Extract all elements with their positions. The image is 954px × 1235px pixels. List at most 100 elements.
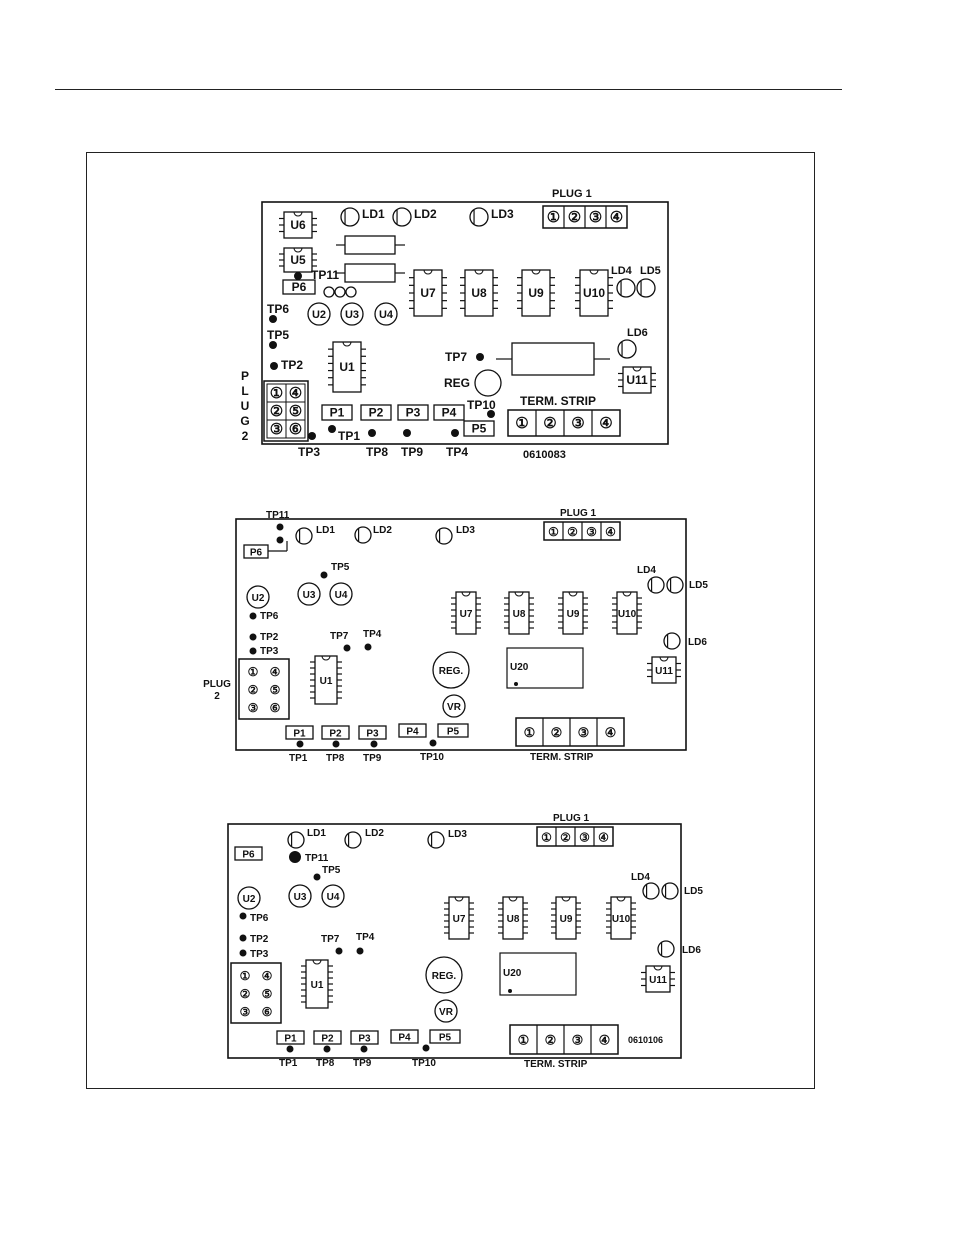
test-point-dot — [451, 429, 459, 437]
led-icon — [617, 339, 637, 359]
led-label: LD2 — [373, 525, 392, 536]
chip-notch — [293, 211, 303, 217]
chip-label: U7 — [453, 914, 466, 925]
ic-chip — [455, 591, 477, 635]
jumper-icon — [323, 286, 335, 298]
connector-pin: ③ — [578, 725, 590, 740]
port-box — [433, 404, 465, 421]
port-label: P3 — [366, 729, 379, 740]
chip-label: U9 — [528, 286, 544, 300]
led-icon — [344, 831, 362, 849]
port-box — [429, 1029, 461, 1044]
connector-pin: ① — [515, 415, 528, 432]
test-point-label: TP6 — [260, 611, 279, 622]
led-label: LD4 — [637, 565, 656, 576]
chip-label: U1 — [311, 980, 324, 991]
test-point-dot — [370, 740, 378, 748]
chip-label: U11 — [655, 666, 673, 677]
test-point-label: TP7 — [321, 934, 340, 945]
connector-pin: ② — [567, 525, 578, 539]
round-component-label: U2 — [312, 309, 326, 321]
port-label: P4 — [398, 1033, 411, 1044]
chip-label: U10 — [583, 286, 605, 300]
plug2-label-letter: 2 — [242, 429, 249, 443]
port-box — [321, 725, 350, 740]
port-box — [390, 1029, 419, 1044]
test-point-label: TP10 — [420, 752, 444, 763]
round-component — [246, 585, 270, 609]
test-point-label: TP6 — [250, 913, 269, 924]
led-icon — [427, 831, 445, 849]
chip-label: U20 — [503, 968, 522, 979]
test-point-label: TP7 — [445, 350, 467, 364]
test-point-dot — [249, 612, 257, 620]
test-point-dot — [270, 362, 278, 370]
test-point-label: TP2 — [281, 358, 303, 372]
plug2-connector — [230, 962, 282, 1024]
led-icon — [295, 527, 313, 545]
test-point-dot — [269, 315, 277, 323]
header-rule — [55, 89, 842, 90]
test-point-dot — [335, 947, 343, 955]
plug2-pin: ③ — [240, 1005, 251, 1019]
port-label: P4 — [442, 406, 457, 420]
test-point-label: TP4 — [363, 629, 382, 640]
chip-label: U20 — [510, 662, 529, 673]
term-strip-label: TERM. STRIP — [524, 1059, 588, 1070]
test-point-label: TP2 — [260, 632, 279, 643]
port-label: P5 — [447, 727, 460, 738]
board-outline — [261, 201, 669, 445]
port-box — [358, 725, 387, 740]
led-icon — [616, 278, 636, 298]
connector-pin: ④ — [605, 525, 616, 539]
connector-pin: ② — [543, 415, 556, 432]
round-component-label: VR — [439, 1007, 454, 1018]
chip-label: U8 — [513, 609, 526, 620]
port-label: P1 — [284, 1034, 297, 1045]
regulator-label: REG — [444, 376, 470, 390]
connector-pin: ③ — [571, 415, 584, 432]
led-icon — [354, 526, 372, 544]
chip-notch — [508, 896, 518, 902]
regulator-label: REG. — [432, 971, 457, 982]
connector-pin: ④ — [599, 415, 612, 432]
board-outline — [235, 518, 687, 751]
port-label: P2 — [321, 1034, 334, 1045]
round-component — [442, 694, 466, 718]
led-label: LD6 — [627, 327, 648, 339]
test-point-label: TP11 — [266, 510, 290, 521]
plug2-pin: ⑥ — [262, 1005, 273, 1019]
port-box — [313, 1030, 342, 1045]
led-icon — [636, 278, 656, 298]
resistor-icon — [344, 263, 396, 283]
term-strip-label: TERM. STRIP — [520, 394, 596, 408]
test-point-dot — [364, 643, 372, 651]
plug2-pin: ② — [240, 987, 251, 1001]
test-point-dot — [249, 633, 257, 641]
plug2-pin: ① — [240, 969, 251, 983]
port-box — [285, 725, 314, 740]
port-box — [350, 1030, 379, 1045]
connector-pin: ① — [518, 1033, 530, 1048]
chip-notch — [454, 896, 464, 902]
ic-chip — [332, 341, 362, 393]
led-icon — [435, 527, 453, 545]
chip-notch — [659, 656, 669, 662]
round-component-label: VR — [447, 702, 462, 713]
round-component-label: U4 — [327, 892, 340, 903]
ic-chip — [610, 896, 632, 940]
test-point-label: TP1 — [289, 753, 308, 764]
chip-notch — [632, 366, 642, 372]
test-point-dot — [360, 1045, 368, 1053]
test-point-dot — [294, 272, 302, 280]
round-component-label: U2 — [243, 894, 256, 905]
port-label: P3 — [406, 406, 421, 420]
led-label: LD5 — [640, 265, 661, 277]
connector-pin: ② — [545, 1033, 557, 1048]
led-icon — [657, 940, 675, 958]
regulator-label: REG. — [439, 666, 464, 677]
test-point-dot — [320, 571, 328, 579]
plug2-label-letter: L — [241, 384, 248, 398]
led-label: LD1 — [362, 207, 385, 221]
test-point-dot — [356, 947, 364, 955]
